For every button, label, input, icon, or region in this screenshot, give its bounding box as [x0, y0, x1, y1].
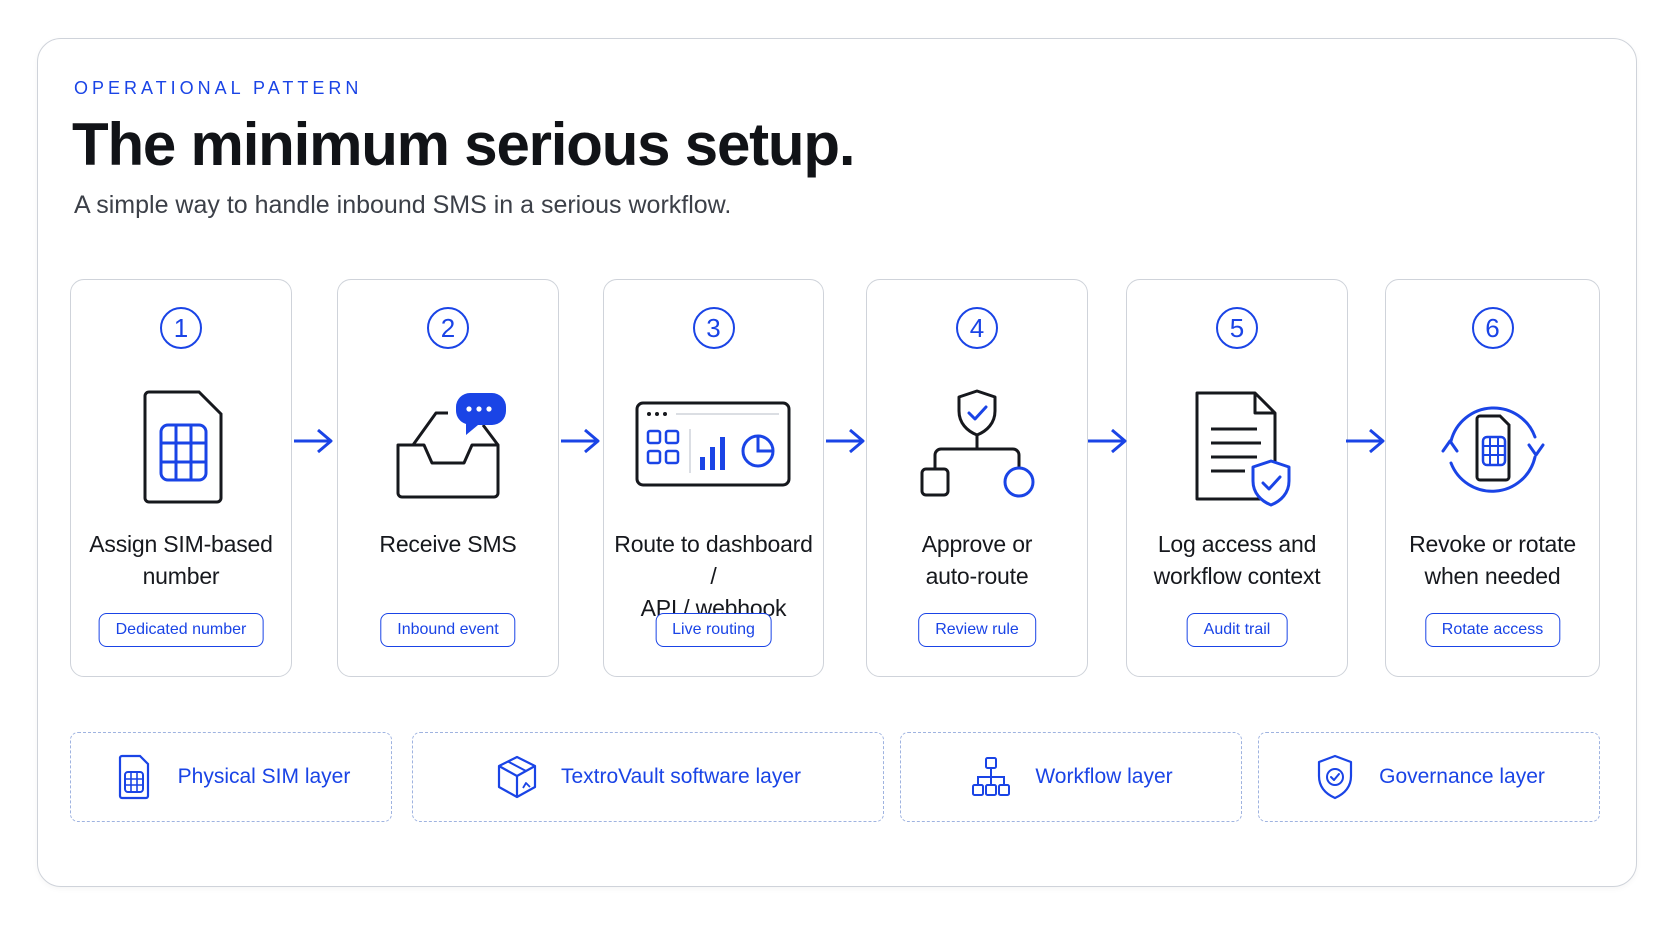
layer-physical-sim: Physical SIM layer: [70, 732, 392, 822]
step-number: 5: [1216, 307, 1258, 349]
layer-label: Physical SIM layer: [177, 765, 351, 788]
arrow-right-icon: [561, 428, 600, 454]
shield-check-icon: [1313, 752, 1357, 802]
page-subtitle: A simple way to handle inbound SMS in a …: [74, 191, 732, 219]
step-card-2: 2 Receive SMS Inbound event: [337, 279, 559, 677]
step-number: 6: [1471, 307, 1514, 349]
layer-label: Governance layer: [1379, 765, 1545, 788]
layer-governance: Governance layer: [1258, 732, 1600, 822]
step-card-3: 3 Route to dashboard /API / webhook Live…: [603, 279, 824, 677]
sim-card-icon: [111, 385, 251, 515]
step-number: 4: [956, 307, 998, 349]
step-number: 2: [427, 307, 469, 349]
rotate-sim-icon: [1423, 385, 1563, 515]
layer-software: TextroVault software layer: [412, 732, 884, 822]
step-label: Receive SMS: [379, 531, 517, 557]
step-tag-dedicated-number: Dedicated number: [98, 613, 264, 647]
page-title: The minimum serious setup.: [72, 111, 855, 178]
dashboard-icon: [634, 385, 794, 515]
step-number: 1: [160, 307, 202, 349]
diagram-panel: [37, 38, 1637, 887]
arrow-right-icon: [826, 428, 865, 454]
step-tag-rotate-access: Rotate access: [1424, 613, 1561, 647]
layer-label: TextroVault software layer: [560, 765, 802, 788]
step-tag-review-rule: Review rule: [918, 613, 1036, 647]
software-cube-icon: [495, 752, 539, 802]
eyebrow-label: OPERATIONAL PATTERN: [74, 78, 363, 98]
arrow-right-icon: [1346, 428, 1385, 454]
workflow-icon: [969, 752, 1013, 802]
arrow-right-icon: [294, 428, 333, 454]
step-tag-inbound-event: Inbound event: [380, 613, 516, 647]
layer-label: Workflow layer: [1035, 765, 1173, 788]
step-tag-live-routing: Live routing: [655, 613, 772, 647]
step-number: 3: [692, 307, 735, 349]
audit-document-icon: [1167, 385, 1307, 515]
arrow-right-icon: [1088, 428, 1127, 454]
step-label: Route to dashboard /API / webhook: [614, 531, 813, 621]
inbox-message-icon: [378, 385, 518, 515]
step-tag-audit-trail: Audit trail: [1186, 613, 1288, 647]
layer-workflow: Workflow layer: [900, 732, 1242, 822]
sim-card-icon: [112, 752, 156, 802]
approval-flow-icon: [907, 385, 1047, 515]
